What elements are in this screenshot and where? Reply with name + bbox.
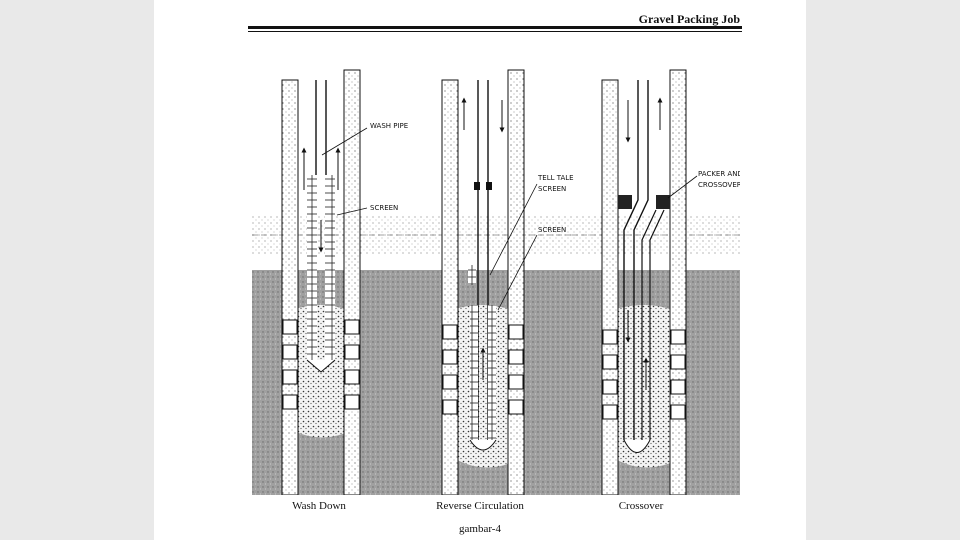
- well-diagram-figure: WASH PIPE SCREEN: [252, 69, 740, 495]
- label-screen-2: SCREEN: [538, 185, 566, 193]
- panel-crossover: [572, 69, 740, 495]
- header-rule-thin: [248, 31, 742, 32]
- header-title: Gravel Packing Job: [638, 12, 740, 26]
- caption-wash-down: Wash Down: [292, 500, 346, 512]
- caption-reverse-circulation: Reverse Circulation: [436, 500, 524, 512]
- panel-reverse-circulation: [412, 69, 572, 495]
- label-tell-tale: TELL TALE: [537, 174, 574, 182]
- label-screen-3: SCREEN: [538, 226, 566, 234]
- label-screen-1: SCREEN: [370, 204, 398, 212]
- label-packer-and: PACKER AND: [698, 170, 740, 178]
- label-crossover: CROSSOVER: [698, 181, 740, 189]
- header-rule: [248, 26, 742, 29]
- caption-crossover: Crossover: [618, 500, 664, 512]
- document-page: Gravel Packing Job: [154, 0, 806, 540]
- label-wash-pipe: WASH PIPE: [370, 122, 408, 130]
- figure-label: gambar-4: [459, 523, 501, 535]
- panel-wash-down: [252, 69, 412, 495]
